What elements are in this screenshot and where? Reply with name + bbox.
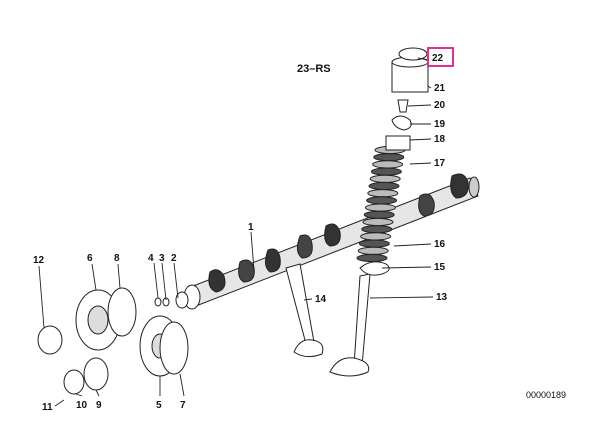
highlight-box	[427, 47, 454, 67]
camshaft	[183, 173, 480, 310]
part-label-19: 19	[434, 119, 446, 130]
part-label-18: 18	[434, 134, 446, 145]
spring-coil	[369, 174, 401, 183]
spring-coil	[372, 160, 404, 169]
part-label-17: 17	[434, 158, 446, 169]
spring-coil	[356, 253, 388, 263]
part-label-15: 15	[434, 262, 446, 273]
spring-coil	[358, 239, 390, 248]
spring-coil	[360, 232, 392, 241]
part-label-12: 12	[33, 255, 45, 266]
part-label-14: 14	[315, 294, 327, 305]
spring-coil	[363, 210, 395, 219]
spring-coil	[357, 246, 389, 255]
highlighted-part-22[interactable]: 22	[427, 47, 454, 67]
part-label-2: 2	[171, 253, 177, 264]
part-label-16: 16	[434, 239, 446, 250]
sprocket-gears	[37, 287, 189, 395]
spring-coil	[364, 203, 396, 212]
part-label-7: 7	[180, 400, 186, 411]
part-label-4: 4	[148, 253, 154, 264]
part-label-10: 10	[76, 400, 88, 411]
part-label-21: 21	[434, 83, 446, 94]
spring-coil	[368, 181, 400, 191]
part-label-11: 11	[42, 402, 53, 413]
intake-valve	[329, 273, 371, 377]
spring-coil	[361, 225, 393, 234]
spring-coil	[373, 153, 405, 162]
part-label-9: 9	[96, 400, 102, 411]
exhaust-valve	[285, 263, 324, 358]
spring-coil	[362, 217, 394, 227]
part-label-20: 20	[434, 100, 446, 111]
reference-label: 23–RS	[297, 63, 331, 75]
spring-coil	[367, 189, 399, 198]
part-labels: 1 2 3 4 5 6 7 8 9 10 11 12 13 14 15 16 1…	[33, 83, 448, 413]
part-label-3: 3	[159, 253, 165, 264]
part-label-6: 6	[87, 253, 93, 264]
valve-spring-assembly	[356, 47, 429, 276]
part-label-5: 5	[156, 400, 162, 411]
part-label-22[interactable]: 22	[432, 53, 444, 64]
spring-coil	[370, 167, 402, 176]
drawing-code: 00000189	[526, 390, 566, 400]
leader-lines	[38, 57, 434, 407]
spring-coil	[366, 196, 398, 205]
part-label-8: 8	[114, 253, 120, 264]
part-label-1: 1	[248, 222, 254, 233]
part-label-13: 13	[436, 292, 448, 303]
